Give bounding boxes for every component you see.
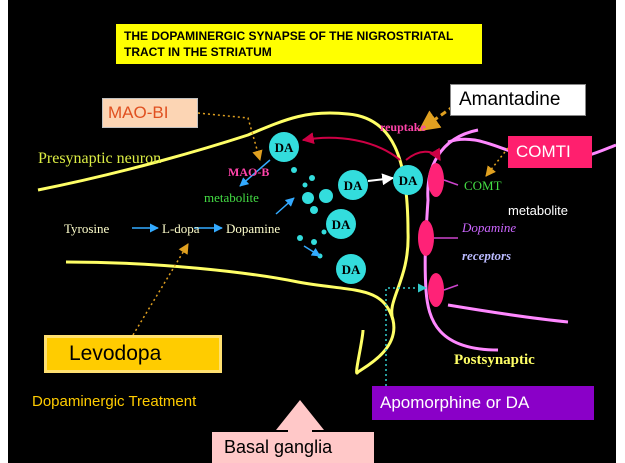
- levodopa-box: Levodopa: [44, 335, 222, 373]
- da-vesicle-4: DA: [336, 254, 366, 284]
- arrow-dopamine-vesicle: [276, 198, 294, 214]
- mao-b-label: MAO-B: [228, 165, 269, 179]
- presynaptic-membrane-terminal: [392, 232, 408, 320]
- da-released: DA: [393, 165, 423, 195]
- levodopa-label: Levodopa: [69, 342, 161, 365]
- mao-bi-box: MAO-BI: [102, 98, 198, 128]
- dopamine-receptor-label: Dopamine: [461, 220, 516, 235]
- da-vesicle-1: DA: [269, 132, 299, 162]
- ldopa-label: L-dopa: [162, 221, 200, 236]
- receptor-1: [428, 163, 444, 197]
- tyrosine-label: Tyrosine: [64, 221, 110, 236]
- amantadine-box: Amantadine: [450, 84, 586, 116]
- da-label: DA: [275, 140, 294, 155]
- basal-ganglia-box: Basal ganglia: [212, 432, 374, 463]
- arrow-reuptake: [303, 138, 400, 160]
- arrow-mao-bi: [198, 113, 260, 160]
- comti-label: COMTI: [516, 142, 571, 161]
- comt-label: COMT: [464, 178, 502, 193]
- dopamine-path-label: Dopamine: [226, 221, 280, 236]
- amantadine-label: Amantadine: [459, 89, 560, 110]
- postsynaptic-dendrite-lower: [448, 305, 568, 322]
- title-box: THE DOPAMINERGIC SYNAPSE OF THE NIGROSTR…: [116, 24, 482, 64]
- arrow-release: [368, 178, 393, 181]
- da-label: DA: [344, 178, 363, 193]
- da-vesicle-3: DA: [326, 209, 356, 239]
- title: THE DOPAMINERGIC SYNAPSE OF THE NIGROSTR…: [124, 29, 453, 59]
- treatment-label: Dopaminergic Treatment: [32, 393, 196, 410]
- da-label: DA: [332, 217, 351, 232]
- presynaptic-label: Presynaptic neuron: [38, 150, 161, 167]
- small-vesicles: [291, 167, 333, 259]
- reuptake-label: reuptake: [380, 120, 426, 134]
- arrow-comti: [486, 148, 508, 176]
- mao-bi-label: MAO-BI: [108, 103, 168, 122]
- da-vesicle-2: DA: [338, 170, 368, 200]
- slide: DA DA DA DA DA Presynaptic neuron Postsy…: [8, 0, 616, 463]
- apomorphine-label: Apomorphine or DA: [380, 393, 529, 412]
- arrow-levodopa: [133, 244, 188, 335]
- da-label: DA: [342, 262, 361, 277]
- da-label: DA: [399, 173, 418, 188]
- postsynaptic-label: Postsynaptic: [454, 352, 535, 368]
- apomorphine-box: Apomorphine or DA: [372, 386, 594, 420]
- arrow-vesicle-release: [304, 246, 320, 256]
- receptor-3: [428, 273, 444, 307]
- receptors-label: receptors: [462, 248, 511, 263]
- basal-ganglia-label: Basal ganglia: [224, 437, 332, 457]
- metabolite-right-label: metabolite: [508, 203, 568, 218]
- metabolite-left-label: metabolite: [204, 190, 259, 205]
- receptor-2: [418, 220, 434, 256]
- postsynaptic-membrane: [425, 130, 498, 350]
- comti-box: COMTI: [508, 136, 592, 168]
